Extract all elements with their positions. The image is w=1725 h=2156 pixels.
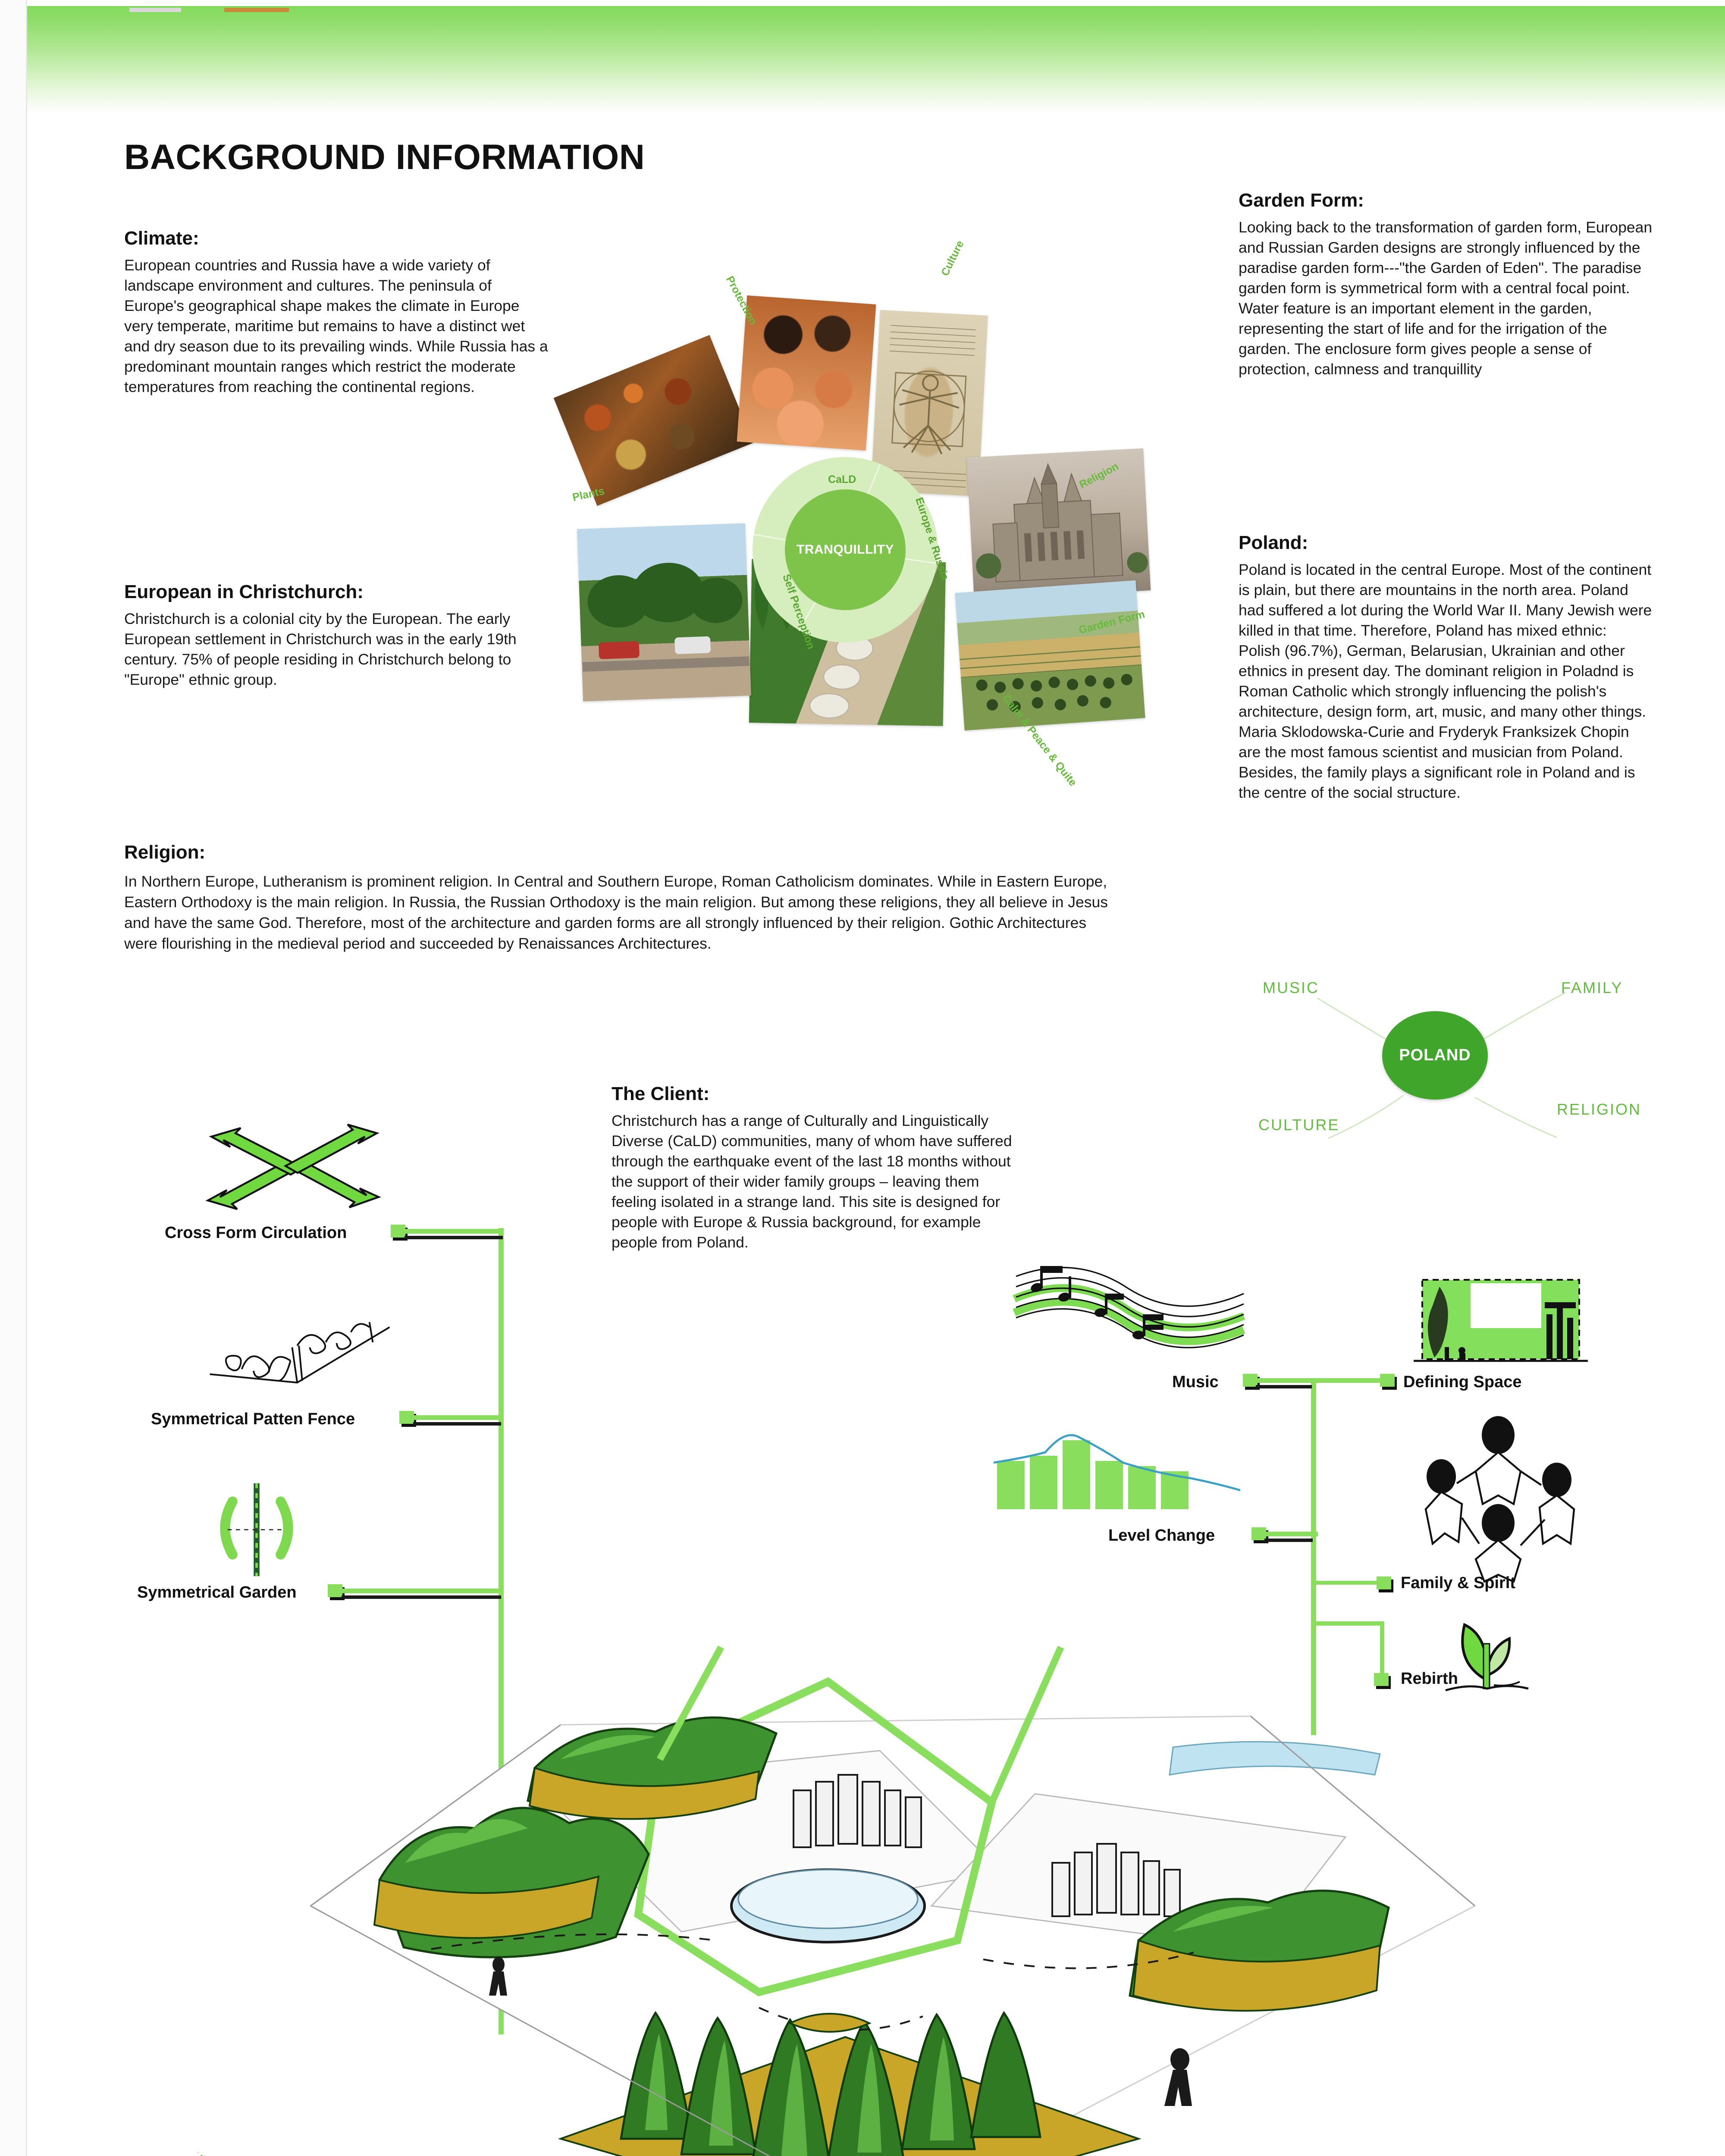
garden-form-heading: Garden Form: <box>1239 190 1364 211</box>
top-green-gradient-band <box>0 0 1725 112</box>
connector-node-rebirth <box>1374 1673 1389 1686</box>
connector-arm-cross-form <box>401 1229 501 1234</box>
photo-gothic-cathedral <box>966 448 1151 600</box>
christchurch-heading: European in Christchurch: <box>124 581 364 602</box>
cross-arrows-icon <box>185 1121 401 1212</box>
connector-arm-patten-fence <box>410 1415 501 1420</box>
scan-artifact <box>129 8 181 12</box>
connector-shadow-music <box>1256 1385 1312 1388</box>
poland-node-music: MUSIC <box>1263 979 1319 997</box>
pergola-space-icon <box>1410 1268 1591 1380</box>
photo-plants-market <box>553 335 753 506</box>
climate-body: European countries and Russia have a wid… <box>124 257 548 395</box>
religion-heading: Religion: <box>124 842 206 863</box>
conifer-tree-photo <box>72 2139 400 2156</box>
concept-label-symmetrical-garden: Symmetrical Garden <box>137 1583 297 1601</box>
connector-arm-music <box>1253 1378 1318 1383</box>
christchurch-body: Christchurch is a colonial city by the E… <box>124 610 517 688</box>
page-title: BACKGROUND INFORMATION <box>124 138 645 177</box>
poland-centre-node: POLAND <box>1382 1011 1488 1100</box>
connector-shadow-cross-form <box>405 1236 503 1239</box>
people-circle-icon <box>1419 1414 1578 1583</box>
cald-tranquillity-radial-diagram: TRANQUILLITY CaLD Europe & Russia Self P… <box>553 238 1169 789</box>
connector-shadow-symmetrical-garden <box>342 1595 501 1599</box>
scan-edge-line <box>26 0 27 2156</box>
client-body: Christchurch has a range of Culturally a… <box>612 1112 1012 1251</box>
scroll-fence-icon <box>203 1309 397 1388</box>
client-heading: The Client: <box>612 1083 710 1104</box>
level-bars-icon <box>992 1423 1242 1522</box>
concept-label-music: Music <box>1172 1373 1219 1391</box>
concept-label-rebirth: Rebirth <box>1401 1670 1458 1688</box>
mirrored-garden-icon <box>203 1479 310 1580</box>
poland-body: Poland is located in the central Europe.… <box>1239 561 1652 801</box>
concept-label-cross-form-circulation: Cross Form Circulation <box>165 1224 347 1242</box>
concept-label-symmetrical-patten-fence: Symmetrical Patten Fence <box>151 1410 355 1428</box>
music-stave-icon <box>1009 1259 1251 1388</box>
top-white-edge <box>0 0 1725 6</box>
poland-node-family: FAMILY <box>1561 979 1623 997</box>
garden-form-body: Looking back to the transformation of ga… <box>1239 219 1653 378</box>
photo-vitruvian-man <box>871 310 988 497</box>
poland-node-culture: CULTURE <box>1258 1116 1340 1134</box>
outer-label-culture: Culture <box>938 238 966 278</box>
connector-shadow-level-change <box>1264 1539 1313 1542</box>
connector-shadow-patten-fence <box>413 1422 501 1426</box>
scan-left-margin <box>0 0 27 2156</box>
right-connector-trunk <box>1311 1382 1316 1735</box>
scan-artifact <box>224 8 289 12</box>
seedling-icon <box>1432 1595 1540 1712</box>
site-perspective-render <box>276 1621 1484 2156</box>
photo-formal-garden-aerial <box>955 580 1145 731</box>
connector-arm-family-spirit <box>1314 1581 1382 1585</box>
religion-body: In Northern Europe, Lutheranism is promi… <box>124 873 1108 952</box>
poland-heading: Poland: <box>1239 532 1308 553</box>
connector-arm-rebirth-v <box>1380 1621 1384 1679</box>
poland-centre-label: POLAND <box>1399 1046 1471 1064</box>
connector-arm-rebirth-h <box>1314 1621 1383 1626</box>
connector-arm-symmetrical-garden <box>338 1589 501 1593</box>
connector-arm-defining-space <box>1314 1378 1385 1383</box>
concept-label-level-change: Level Change <box>1108 1526 1215 1545</box>
concept-label-family-spirit: Family & Spirit <box>1401 1574 1516 1592</box>
poland-node-religion: RELIGION <box>1557 1100 1642 1118</box>
poland-relationship-diagram: POLAND MUSIC FAMILY CULTURE RELIGION <box>1208 966 1682 1156</box>
radial-centre: TRANQUILLITY <box>785 489 906 610</box>
photo-street-planting <box>577 523 751 702</box>
radial-centre-label: TRANQUILLITY <box>797 542 894 557</box>
climate-heading: Climate: <box>124 228 199 249</box>
connector-arm-level-change <box>1262 1532 1318 1536</box>
concept-label-defining-space: Defining Space <box>1403 1373 1522 1391</box>
ring-label-cald: CaLD <box>828 473 856 486</box>
